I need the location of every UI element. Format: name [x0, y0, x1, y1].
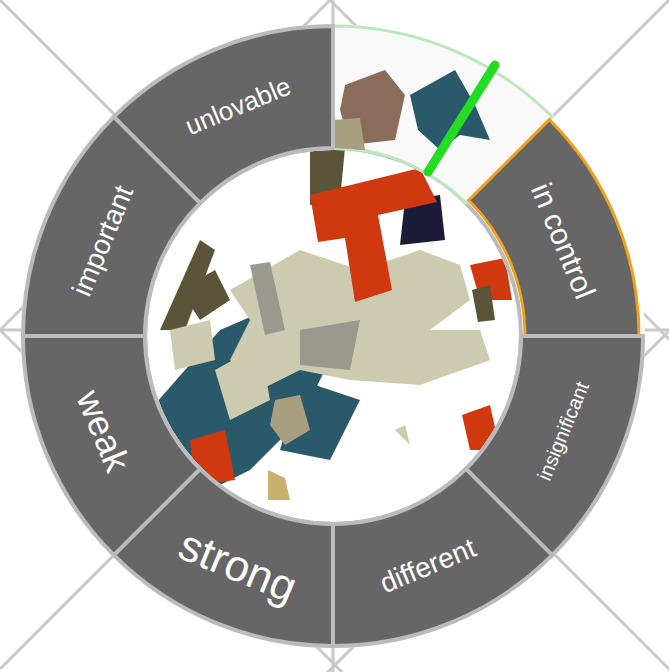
- wheel-segment: weak: [19, 332, 205, 560]
- segment-outline: [469, 120, 639, 336]
- segment-outline: [23, 117, 200, 336]
- wheel-segment: in control: [464, 115, 643, 340]
- wheel-segment: different: [329, 464, 557, 650]
- green-needle: [428, 65, 495, 172]
- segment-outline: [23, 336, 200, 555]
- segment-outline: [333, 469, 552, 646]
- wheel-segment: important: [19, 112, 205, 341]
